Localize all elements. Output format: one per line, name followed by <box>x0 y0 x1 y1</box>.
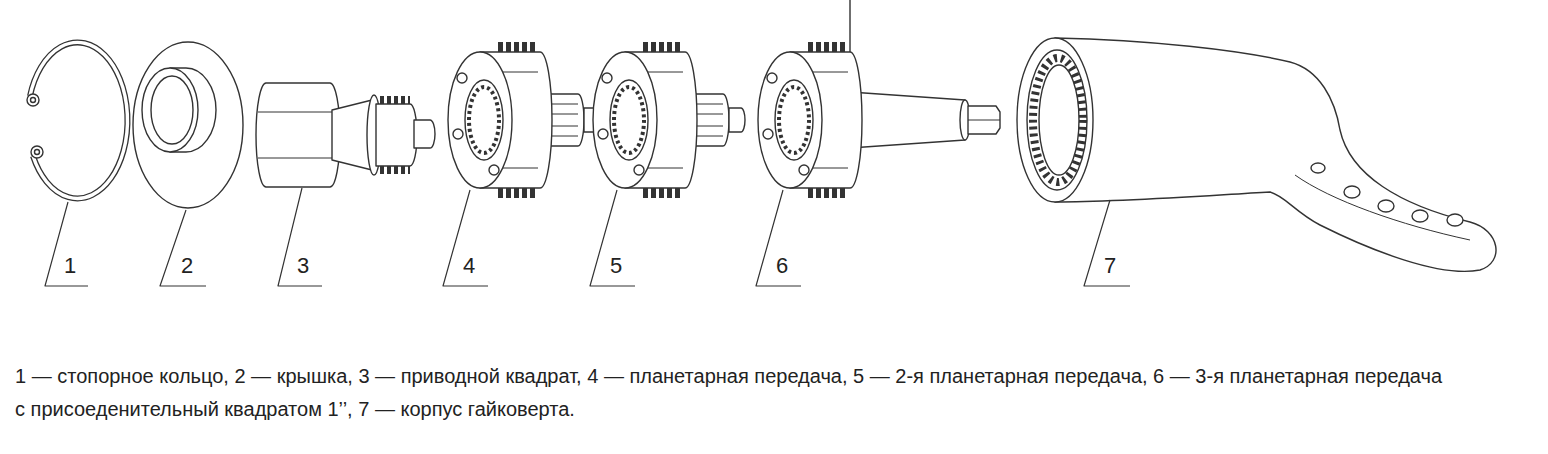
figure-caption: 1 — стопорное кольцо, 2 — крышка, 3 — пр… <box>15 360 1455 426</box>
callout-number: 6 <box>767 254 797 278</box>
callout-number: 7 <box>1095 254 1125 278</box>
callout-number: 2 <box>172 254 202 278</box>
callout-number: 3 <box>288 254 318 278</box>
callout-number: 4 <box>454 254 484 278</box>
callout-number: 1 <box>55 254 85 278</box>
callout-number: 5 <box>601 254 631 278</box>
